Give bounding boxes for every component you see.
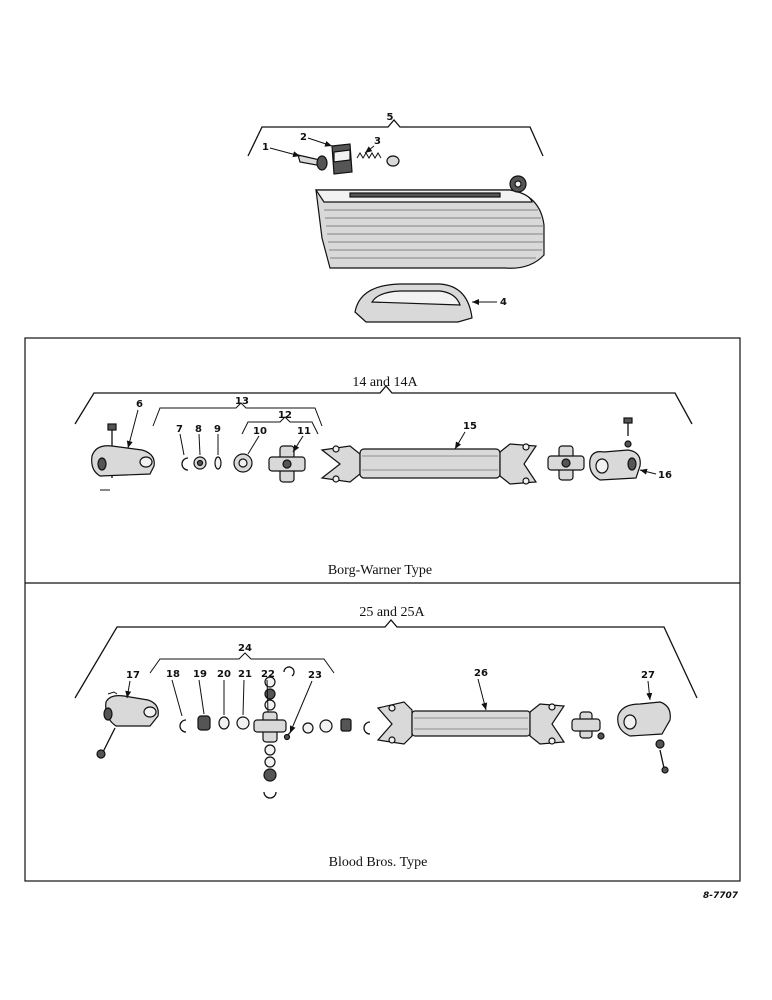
shield-body <box>314 175 545 269</box>
top-shield-group: 5 1 2 3 <box>247 112 545 323</box>
bearing-part-19 <box>197 715 211 731</box>
bracket-12 <box>241 416 319 435</box>
callout-1: 1 <box>262 142 269 153</box>
guard-part-4 <box>354 283 473 323</box>
figure-number: 8-7707 <box>703 891 739 901</box>
callout-27: 27 <box>641 670 655 681</box>
yoke-part-6 <box>91 423 155 491</box>
shaft-part-26 <box>376 701 566 745</box>
spring-part-3 <box>356 152 400 167</box>
yoke-part-17 <box>96 691 159 759</box>
callout-9: 9 <box>214 424 221 435</box>
callout-18: 18 <box>166 669 180 680</box>
yoke-part-16 <box>589 417 641 481</box>
callout-11: 11 <box>297 426 311 437</box>
cross-part-11 <box>268 445 306 483</box>
right-small-cross <box>571 711 605 740</box>
parts-frame <box>24 337 741 882</box>
callout-15: 15 <box>463 421 477 432</box>
bracket-5 <box>247 119 544 157</box>
callout-7: 7 <box>176 424 183 435</box>
cross-part-22 <box>253 666 295 799</box>
callout-10: 10 <box>253 426 267 437</box>
callout-8: 8 <box>195 424 202 435</box>
bracket-24 <box>149 652 335 674</box>
callout-24: 24 <box>238 643 252 654</box>
clamp-part-2 <box>331 143 353 175</box>
assembly-label-25: 25 and 25A <box>359 605 425 620</box>
snap-ring-part-18 <box>179 719 187 733</box>
assembly-label-14: 14 and 14A <box>352 375 418 390</box>
ring-part-21 <box>236 716 250 730</box>
callout-3: 3 <box>374 136 381 147</box>
callout-2: 2 <box>300 132 307 143</box>
yoke-part-27 <box>617 701 671 774</box>
bracket-25 <box>74 619 698 699</box>
blood-bros-section: 25 and 25A 24 17 18 19 <box>74 605 698 870</box>
seal-part-10 <box>233 453 253 473</box>
callout-17: 17 <box>126 670 140 681</box>
callout-5: 5 <box>387 112 394 123</box>
bracket-13 <box>152 402 323 427</box>
loose-washers <box>302 718 371 735</box>
caption-blood-bros: Blood Bros. Type <box>329 855 428 870</box>
callout-13: 13 <box>235 396 249 407</box>
callout-26: 26 <box>474 668 488 679</box>
shaft-part-15 <box>320 443 538 485</box>
callout-16: 16 <box>658 470 672 481</box>
callout-23: 23 <box>308 670 322 681</box>
borg-warner-section: 14 and 14A 13 12 6 7 8 <box>74 375 693 578</box>
washer-part-20 <box>218 716 230 730</box>
callout-6: 6 <box>136 399 143 410</box>
callout-4: 4 <box>500 297 507 308</box>
bearing-part-8 <box>193 456 207 470</box>
bracket-14 <box>74 385 693 425</box>
washer-part-9 <box>214 456 222 470</box>
right-cross <box>547 445 585 481</box>
callout-20: 20 <box>217 669 231 680</box>
callout-22: 22 <box>261 669 275 680</box>
callout-19: 19 <box>193 669 207 680</box>
snap-ring-part-7 <box>181 457 189 471</box>
callout-21: 21 <box>238 669 252 680</box>
caption-borg-warner: Borg-Warner Type <box>328 563 432 578</box>
callout-12: 12 <box>278 410 292 421</box>
bolt-part-1 <box>297 154 328 171</box>
